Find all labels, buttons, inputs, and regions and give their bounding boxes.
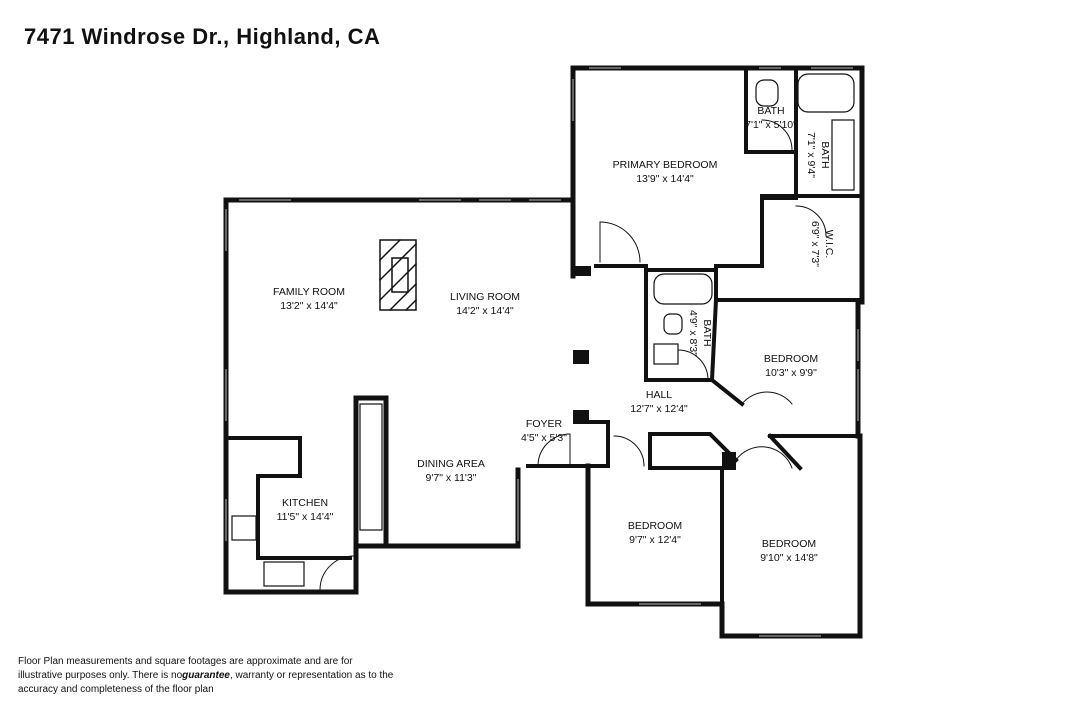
room-bedroom-3: BEDROOM 9'10" x 14'8" <box>760 537 818 565</box>
room-bath-2: BATH 7'1" x 9'4" <box>804 132 832 178</box>
room-size: 9'10" x 14'8" <box>760 552 818 564</box>
room-size: 12'7" x 12'4" <box>630 403 688 415</box>
interior-walls <box>224 66 860 606</box>
room-name: KITCHEN <box>281 497 329 509</box>
room-name: BATH <box>701 319 713 347</box>
room-size: 9'7" x 12'4" <box>629 534 681 546</box>
room-primary-bedroom: PRIMARY BEDROOM 13'9" x 14'4" <box>613 158 718 186</box>
room-name: BEDROOM <box>627 520 683 532</box>
disclaimer: Floor Plan measurements and square foota… <box>18 655 398 697</box>
room-wic: W.I.C. 6'9" x 7'3" <box>808 221 836 267</box>
room-living-room: LIVING ROOM 14'2" x 14'4" <box>450 290 520 318</box>
room-name: W.I.C. <box>823 229 835 259</box>
plan-title: 7471 Windrose Dr., Highland, CA <box>24 24 381 49</box>
room-name: BEDROOM <box>761 538 817 550</box>
disclaimer-text-1: Floor Plan measurements and square foota… <box>18 656 353 681</box>
fireplace <box>378 238 418 312</box>
room-size: 14'2" x 14'4" <box>456 305 514 317</box>
room-name: HALL <box>645 389 673 401</box>
room-size: 6'9" x 7'3" <box>809 221 821 267</box>
disclaimer-emphasis: guarantee <box>182 670 230 681</box>
room-bedroom-1: BEDROOM 10'3" x 9'9" <box>764 352 818 380</box>
room-size: 11'5" x 14'4" <box>276 511 334 523</box>
room-name: LIVING ROOM <box>449 291 521 303</box>
room-hall: HALL 12'7" x 12'4" <box>630 388 688 416</box>
room-name: BEDROOM <box>763 353 819 365</box>
room-bedroom-2: BEDROOM 9'7" x 12'4" <box>628 519 682 547</box>
room-bath-1: BATH 7'1" x 5'10" <box>745 104 797 132</box>
room-size: 7'1" x 9'4" <box>805 132 817 178</box>
fixtures <box>231 73 855 587</box>
room-foyer: FOYER 4'5" x 5'3" <box>521 417 567 445</box>
wall-columns <box>573 266 736 470</box>
room-size: 4'9" x 8'3" <box>687 310 699 356</box>
room-name: PRIMARY BEDROOM <box>612 159 718 171</box>
room-kitchen: KITCHEN 11'5" x 14'4" <box>277 496 334 524</box>
disclaimer-text-2: , warranty or representation as to the a… <box>18 670 394 695</box>
room-name: BATH <box>757 105 785 117</box>
windows <box>225 67 859 637</box>
room-name: BATH <box>819 141 831 169</box>
room-size: 4'5" x 5'3" <box>521 432 567 444</box>
room-bath-3: BATH 4'9" x 8'3" <box>686 310 714 356</box>
room-size: 10'3" x 9'9" <box>765 367 817 379</box>
room-name: FOYER <box>525 418 563 430</box>
room-name: DINING AREA <box>417 458 485 470</box>
room-dining-area: DINING AREA 9'7" x 11'3" <box>417 457 485 485</box>
room-name: FAMILY ROOM <box>273 286 345 298</box>
room-size: 13'9" x 14'4" <box>636 173 694 185</box>
room-size: 13'2" x 14'4" <box>280 300 338 312</box>
room-family-room: FAMILY ROOM 13'2" x 14'4" <box>273 285 345 313</box>
room-size: 7'1" x 5'10" <box>745 119 797 131</box>
room-size: 9'7" x 11'3" <box>425 472 477 484</box>
door-swings <box>319 119 827 591</box>
